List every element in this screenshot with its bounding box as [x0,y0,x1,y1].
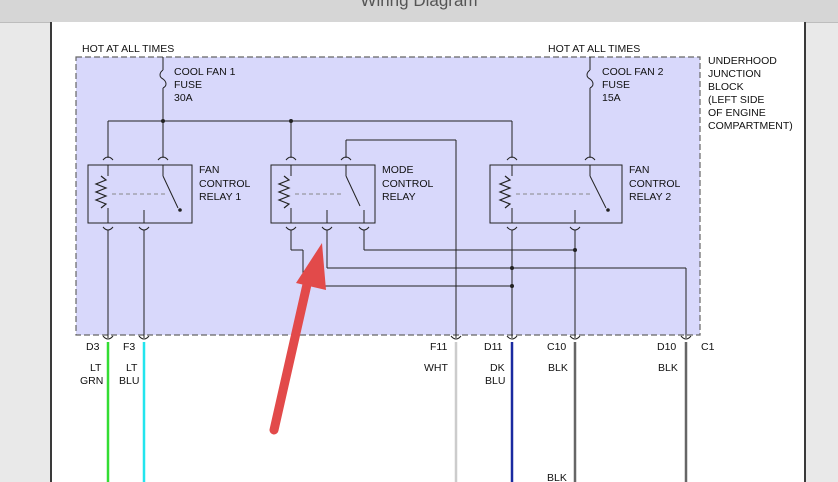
relay2-label-3: RELAY 2 [629,191,671,203]
relay1-label-1: FAN [199,164,219,176]
pin-d10: D10 [657,341,676,353]
fuse2-label-2: FUSE [602,79,630,91]
fuse1-label-2: FUSE [174,79,202,91]
block-label-5: OF ENGINE [708,107,766,119]
fuse2-label-3: 15A [602,92,621,104]
wiring-diagram: HOT AT ALL TIMES HOT AT ALL TIMES COOL F… [75,43,793,482]
connector-chevrons [102,156,692,340]
fuse1-label-1: COOL FAN 1 [174,66,236,78]
fuse1-label-3: 30A [174,92,193,104]
relay-mode-label-1: MODE [382,164,414,176]
junction-dots [161,119,577,288]
color-c10: BLK [548,362,568,374]
relay-mode-label-2: CONTROL [382,178,433,190]
bottom-wire-label: BLK [547,472,567,482]
fan-control-relay-1 [87,164,193,224]
top-bar: Wiring Diagram [0,0,838,23]
block-label-3: BLOCK [708,81,744,93]
pin-f3: F3 [123,341,135,353]
color-f11: WHT [424,362,448,374]
block-label-4: (LEFT SIDE [708,94,764,106]
relay-mode-label-3: RELAY [382,191,416,203]
diagram-page: HOT AT ALL TIMES HOT AT ALL TIMES COOL F… [50,22,806,482]
fuse2-label-1: COOL FAN 2 [602,66,664,78]
relay1-label-2: CONTROL [199,178,250,190]
pin-d3: D3 [86,341,100,353]
page-title: Wiring Diagram [360,0,478,10]
color-f3-2: BLU [119,375,139,387]
color-d3-1: LT [90,362,102,374]
relay2-label-2: CONTROL [629,178,680,190]
relay2-label-1: FAN [629,164,649,176]
pin-d11: D11 [484,341,503,353]
color-d11-1: DK [490,362,505,374]
color-f3-1: LT [126,362,138,374]
pin-f11: F11 [430,341,447,353]
hot-label-left: HOT AT ALL TIMES [82,43,174,55]
relay1-label-3: RELAY 1 [199,191,241,203]
pin-c10: C10 [547,341,566,353]
block-label-6: COMPARTMENT) [708,120,793,132]
color-d3-2: GRN [80,375,103,387]
annotation-arrow [269,243,326,435]
mode-control-relay [270,164,376,224]
color-d10: BLK [658,362,678,374]
color-d11-2: BLU [485,375,505,387]
hot-label-right: HOT AT ALL TIMES [548,43,640,55]
block-label-1: UNDERHOOD [708,55,777,67]
connector-c1: C1 [701,341,715,353]
fan-control-relay-2 [489,164,623,224]
block-label-2: JUNCTION [708,68,761,80]
